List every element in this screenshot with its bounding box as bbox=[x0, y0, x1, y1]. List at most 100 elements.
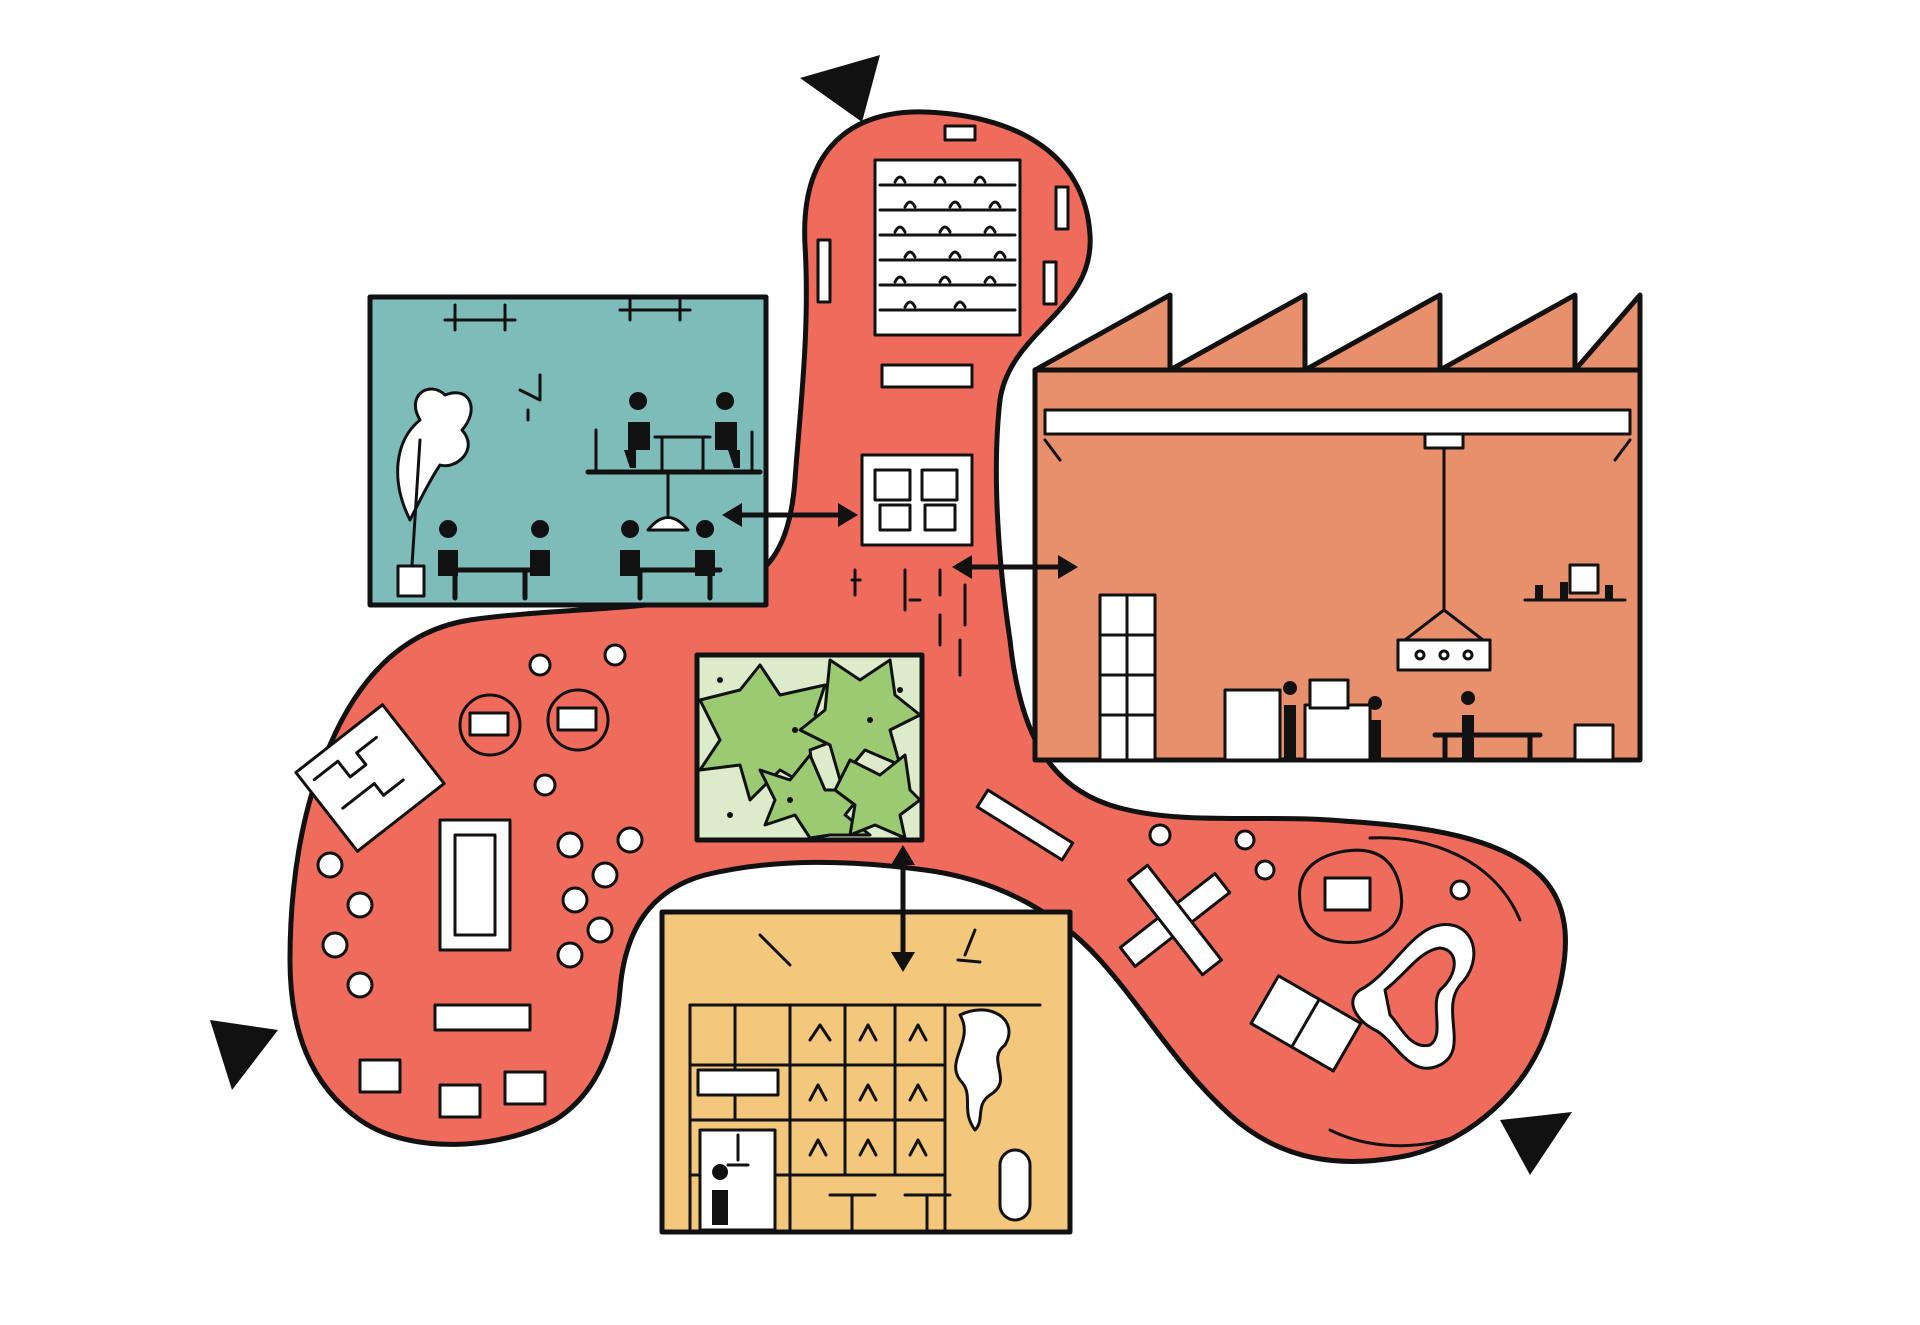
round-table-icon bbox=[458, 693, 522, 757]
display-object-icon bbox=[808, 1083, 928, 1102]
seating-rows bbox=[878, 183, 1017, 312]
desk-icon bbox=[653, 435, 712, 472]
stool-icon bbox=[316, 851, 344, 879]
sawtooth-roof bbox=[1032, 292, 1643, 373]
crane-hook-icon bbox=[1403, 608, 1485, 642]
stool-icon bbox=[1254, 859, 1276, 881]
bench-icon bbox=[816, 238, 832, 304]
person-silhouette-icon bbox=[620, 520, 640, 576]
plant-stem bbox=[410, 438, 422, 567]
stool-icon bbox=[561, 886, 589, 914]
crane-rail bbox=[1043, 438, 1632, 462]
stool-icon bbox=[586, 916, 614, 944]
ceiling-fixture-right bbox=[618, 296, 692, 322]
entrance-marker-icon-left bbox=[210, 1020, 278, 1090]
person-silhouette-icon bbox=[624, 392, 650, 468]
rug-panel bbox=[294, 703, 446, 853]
foliage-cluster bbox=[833, 753, 922, 840]
load-bolt bbox=[1462, 649, 1474, 661]
display-object-icon bbox=[808, 1023, 928, 1042]
monitor-icon bbox=[1308, 678, 1350, 710]
hub-left-furniture bbox=[294, 643, 644, 1119]
garden-module bbox=[694, 652, 925, 843]
circulation-hub bbox=[287, 109, 1568, 1164]
display-object-icon bbox=[808, 1138, 928, 1157]
stool-icon bbox=[556, 831, 584, 859]
foliage-cluster bbox=[698, 663, 852, 802]
round-table-seat bbox=[468, 711, 510, 737]
person-silhouette-icon bbox=[530, 520, 550, 576]
stool-icon bbox=[1148, 823, 1172, 847]
bench-icon bbox=[433, 1003, 532, 1032]
cafe-table bbox=[828, 1193, 952, 1232]
seating-grid-panel bbox=[873, 158, 1022, 337]
curved-bench bbox=[1368, 836, 1522, 922]
edge-seating bbox=[1328, 1128, 1462, 1148]
hub-right-furniture bbox=[975, 788, 1522, 1148]
stone-dot bbox=[727, 812, 733, 818]
sofa-icon bbox=[696, 1068, 780, 1097]
stone-dot bbox=[867, 717, 873, 723]
spotlight-icon bbox=[956, 928, 982, 964]
stone-dot bbox=[717, 677, 723, 683]
person-silhouette-icon bbox=[712, 1164, 729, 1225]
sofa-divider bbox=[1290, 997, 1321, 1049]
round-table-icon bbox=[546, 688, 610, 752]
round-booth-table bbox=[1323, 876, 1372, 912]
ceiling-fixture-left bbox=[443, 303, 517, 332]
foliage-cluster bbox=[758, 753, 872, 840]
display-box-icon bbox=[503, 1070, 547, 1106]
double-arrow-icon-workshop bbox=[952, 555, 1078, 579]
display-box-icon bbox=[438, 1083, 482, 1119]
workshop-module bbox=[1032, 292, 1643, 763]
machine-block bbox=[1303, 703, 1372, 762]
person-silhouette-icon bbox=[695, 520, 715, 576]
library-module bbox=[659, 909, 1073, 1235]
bench-icon bbox=[880, 363, 974, 389]
bookshelf-grid bbox=[688, 1003, 1042, 1234]
stool-icon bbox=[1234, 829, 1256, 851]
hub-top-furniture bbox=[816, 124, 1070, 677]
stool-icon bbox=[321, 931, 349, 959]
mirror-icon bbox=[998, 1148, 1032, 1222]
stool-icon bbox=[533, 773, 557, 797]
round-booth-icon bbox=[1298, 848, 1404, 944]
crate-icon bbox=[1573, 723, 1615, 762]
double-arrow-icon-library bbox=[891, 845, 915, 972]
long-table-inner bbox=[453, 833, 497, 937]
stone-dot bbox=[897, 687, 903, 693]
stool-icon bbox=[346, 891, 374, 919]
load-bolt bbox=[1438, 649, 1450, 661]
long-table-panel bbox=[438, 818, 512, 952]
pendant-lamp-shade bbox=[646, 516, 690, 532]
artwork-icon bbox=[954, 1008, 1011, 1132]
stool-icon bbox=[616, 826, 644, 854]
stone-dot bbox=[787, 797, 793, 803]
crane-trolley-icon bbox=[1423, 432, 1465, 450]
mezzanine-railing bbox=[594, 428, 754, 472]
meeting-pod-icon bbox=[873, 468, 959, 532]
person-silhouette-icon bbox=[715, 392, 740, 468]
planter-bed-inner bbox=[1383, 946, 1456, 1048]
chair-cluster-icon bbox=[938, 583, 967, 677]
wall-clock-icon bbox=[518, 373, 542, 422]
round-table-seat bbox=[556, 706, 598, 732]
seat-arc-icon bbox=[893, 175, 1007, 309]
plant-pot-icon bbox=[396, 564, 426, 598]
bench-icon bbox=[975, 788, 1075, 862]
machine-block bbox=[1223, 688, 1282, 762]
load-bolt bbox=[1414, 649, 1426, 661]
rug-pattern bbox=[312, 735, 405, 810]
stool-icon bbox=[346, 971, 374, 999]
shelving-divisions bbox=[1098, 593, 1157, 762]
booth-lamp bbox=[726, 1133, 750, 1167]
person-silhouette-icon bbox=[1461, 691, 1476, 760]
display-box-icon bbox=[358, 1058, 402, 1094]
person-silhouette-icon bbox=[438, 520, 458, 576]
chair-cluster-icon bbox=[850, 568, 942, 612]
person-silhouette-icon bbox=[1283, 681, 1298, 760]
workbench bbox=[1432, 732, 1543, 763]
person-silhouette-icon bbox=[1368, 696, 1383, 760]
bench-icon bbox=[1054, 185, 1070, 231]
